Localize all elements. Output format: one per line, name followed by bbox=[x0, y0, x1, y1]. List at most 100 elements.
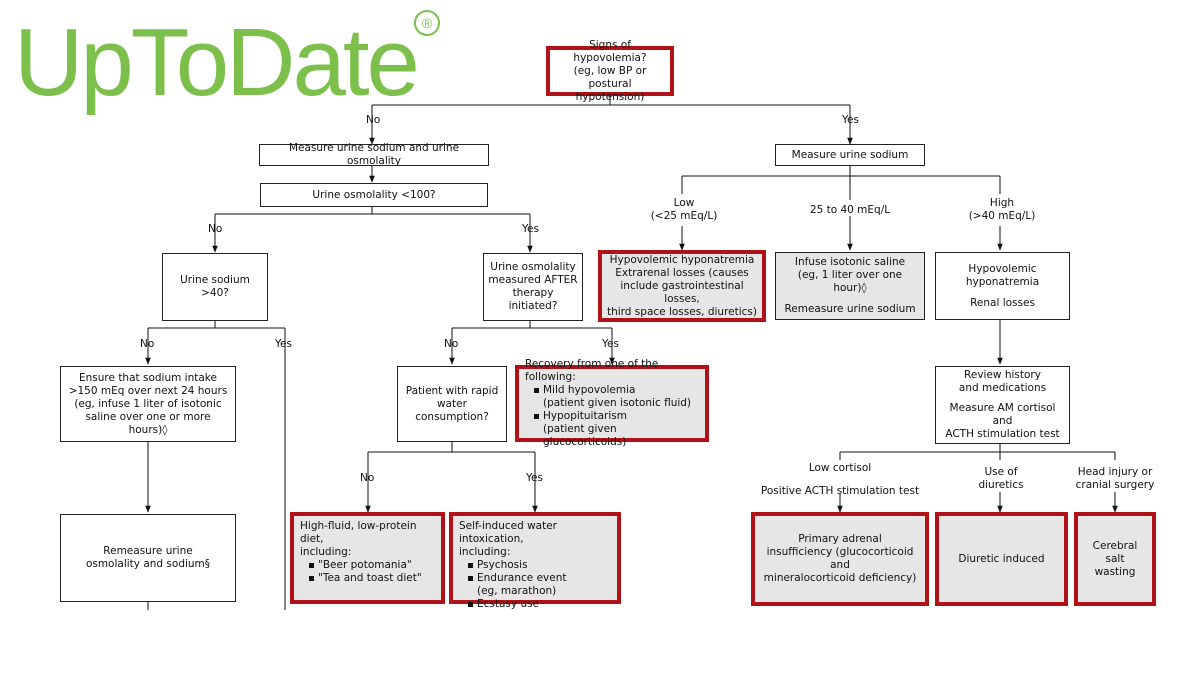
selfinduced-item: Psychosis bbox=[467, 559, 567, 572]
cerebral-line-1: Cerebral salt bbox=[1092, 539, 1138, 565]
primary-adrenal-line-1: Primary adrenal bbox=[798, 533, 882, 545]
urine-osmolality-after-therapy-box: Urine osmolality measured AFTER therapy … bbox=[483, 253, 583, 321]
signs-line-3: postural hypotension) bbox=[575, 77, 645, 103]
review-line-3: Measure AM cortisol and bbox=[949, 402, 1056, 427]
label-yes-root: Yes bbox=[842, 114, 859, 126]
label-high-line-1: High bbox=[989, 197, 1015, 209]
uosm-after-line-1: Urine osmolality bbox=[490, 261, 576, 273]
label-no-root: No bbox=[366, 114, 381, 126]
review-line-1: Review history bbox=[964, 369, 1041, 381]
registered-mark: ® bbox=[414, 10, 440, 36]
hypovolemic-renal-box: Hypovolemic hyponatremia Renal losses bbox=[935, 252, 1070, 320]
measure-urine-sodium-box: Measure urine sodium bbox=[775, 144, 925, 166]
label-yes-uosm-after: Yes bbox=[602, 338, 619, 350]
primary-adrenal-line-3: mineralocorticoid deficiency) bbox=[763, 572, 917, 584]
ensure-line-4: saline over one or more hours)◊ bbox=[85, 410, 211, 436]
label-low-cortisol: Low cortisol Positive ACTH stimulation t… bbox=[760, 462, 920, 498]
use-diuretics-line-2: diuretics bbox=[978, 479, 1024, 491]
uosm-after-line-2: measured AFTER bbox=[488, 274, 578, 286]
infuse-foot: Remeasure urine sodium bbox=[784, 303, 916, 315]
signs-line-1: Signs of hypovolemia? bbox=[573, 38, 647, 64]
rapid-line-2: water consumption? bbox=[415, 397, 489, 423]
recovery-title: Recovery from one of the following: bbox=[525, 358, 659, 383]
self-induced-water-intoxication-box: Self-induced water intoxication, includi… bbox=[449, 512, 621, 610]
diuretic-text: Diuretic induced bbox=[958, 552, 1045, 565]
label-low-line-2: (<25 mEq/L) bbox=[650, 210, 718, 222]
measure-una-osm-text: Measure urine sodium and urine osmolalit… bbox=[288, 142, 460, 167]
label-low-sodium: Low (<25 mEq/L) bbox=[644, 197, 724, 223]
infuse-line-2: (eg, 1 liter over one hour)◊ bbox=[797, 269, 903, 294]
review-history-box: Review history and medications Measure A… bbox=[935, 366, 1070, 444]
uosm-after-line-3: therapy initiated? bbox=[508, 287, 558, 312]
label-no-rapid: No bbox=[360, 472, 375, 484]
high-fluid-low-protein-box: High-fluid, low-protein diet, including:… bbox=[290, 512, 445, 604]
hypovol-renal-line-1: Hypovolemic bbox=[968, 262, 1037, 275]
selfinduced-title-1: Self-induced water intoxication, bbox=[459, 520, 557, 545]
uptodate-logo: UpToDate bbox=[14, 9, 420, 116]
recovery-item: Mild hypovolemia(patient given isotonic … bbox=[533, 384, 699, 410]
label-no-una40: No bbox=[140, 338, 155, 350]
label-mid-sodium: 25 to 40 mEq/L bbox=[809, 204, 891, 216]
highfluid-list: "Beer potomania" "Tea and toast diet" bbox=[300, 559, 422, 585]
measure-una-text: Measure urine sodium bbox=[791, 148, 909, 161]
review-line-4: ACTH stimulation test bbox=[945, 428, 1060, 440]
label-no-uosm100: No bbox=[208, 223, 223, 235]
selfinduced-title-2: including: bbox=[459, 546, 511, 558]
head-injury-line-2: cranial surgery bbox=[1075, 479, 1155, 491]
hypovol-extra-title: Hypovolemic hyponatremia bbox=[609, 253, 755, 266]
remeasure-line-1: Remeasure urine bbox=[103, 545, 193, 557]
urine-osmolality-100-box: Urine osmolality <100? bbox=[260, 183, 488, 207]
head-injury-line-1: Head injury or bbox=[1077, 466, 1153, 478]
infuse-isotonic-saline-box: Infuse isotonic saline (eg, 1 liter over… bbox=[775, 252, 925, 320]
label-high-line-2: (>40 mEq/L) bbox=[968, 210, 1036, 222]
label-high-sodium: High (>40 mEq/L) bbox=[962, 197, 1042, 223]
ensure-line-1: Ensure that sodium intake bbox=[79, 371, 217, 384]
label-low-line-1: Low bbox=[673, 197, 695, 209]
highfluid-title-1: High-fluid, low-protein diet, bbox=[300, 520, 417, 545]
hypovol-renal-foot: Renal losses bbox=[970, 296, 1035, 309]
remeasure-urine-box: Remeasure urine osmolality and sodium§ bbox=[60, 514, 236, 602]
label-use-of-diuretics: Use of diuretics bbox=[966, 466, 1036, 492]
diuretic-induced-box: Diuretic induced bbox=[935, 512, 1068, 606]
hypovolemic-extrarenal-box: Hypovolemic hyponatremia Extrarenal loss… bbox=[598, 250, 766, 322]
cerebral-salt-wasting-box: Cerebral salt wasting bbox=[1074, 512, 1156, 606]
hypovol-extra-line-2: include gastrointestinal losses, bbox=[620, 279, 744, 305]
review-line-2: and medications bbox=[958, 382, 1047, 394]
highfluid-item: "Beer potomania" bbox=[308, 559, 422, 572]
rapid-line-1: Patient with rapid bbox=[405, 384, 499, 397]
recovery-list: Mild hypovolemia(patient given isotonic … bbox=[525, 384, 699, 449]
infuse-line-1: Infuse isotonic saline bbox=[794, 256, 906, 268]
selfinduced-item: Ecstasy use bbox=[467, 598, 567, 611]
ensure-line-2: >150 mEq over next 24 hours bbox=[68, 384, 228, 397]
low-cortisol-line-1: Low cortisol bbox=[808, 462, 872, 474]
signs-line-2: (eg, low BP or bbox=[573, 64, 647, 77]
signs-of-hypovolemia-box: Signs of hypovolemia? (eg, low BP or pos… bbox=[546, 39, 674, 103]
use-diuretics-line-1: Use of bbox=[984, 466, 1018, 478]
uosm100-text: Urine osmolality <100? bbox=[312, 188, 436, 201]
rapid-water-consumption-box: Patient with rapid water consumption? bbox=[397, 366, 507, 442]
label-head-injury: Head injury or cranial surgery bbox=[1070, 466, 1160, 492]
label-yes-rapid: Yes bbox=[526, 472, 543, 484]
label-yes-una40: Yes bbox=[275, 338, 292, 350]
highfluid-item: "Tea and toast diet" bbox=[308, 572, 422, 585]
primary-adrenal-line-2: insufficiency (glucocorticoid and bbox=[766, 546, 914, 571]
una40-text: Urine sodium >40? bbox=[180, 274, 250, 299]
primary-adrenal-insufficiency-box: Primary adrenal insufficiency (glucocort… bbox=[751, 512, 929, 606]
hypovol-renal-line-2: hyponatremia bbox=[965, 275, 1040, 288]
hypovol-extra-line-1: Extrarenal losses (causes bbox=[615, 266, 749, 279]
selfinduced-list: Psychosis Endurance event(eg, marathon) … bbox=[459, 559, 567, 611]
urine-sodium-40-box: Urine sodium >40? bbox=[162, 253, 268, 321]
recovery-item: Hypopituitarism(patient given glucocorti… bbox=[533, 410, 699, 449]
ensure-line-3: (eg, infuse 1 liter of isotonic bbox=[74, 397, 222, 410]
hypovol-extra-line-3: third space losses, diuretics) bbox=[606, 305, 757, 318]
remeasure-line-2: osmolality and sodium§ bbox=[85, 558, 211, 570]
recovery-box: Recovery from one of the following: Mild… bbox=[515, 358, 709, 448]
ensure-sodium-intake-box: Ensure that sodium intake >150 mEq over … bbox=[60, 366, 236, 442]
highfluid-title-2: including: bbox=[300, 546, 352, 558]
cerebral-line-2: wasting bbox=[1094, 565, 1136, 578]
label-no-uosm-after: No bbox=[444, 338, 459, 350]
selfinduced-item: Endurance event(eg, marathon) bbox=[467, 572, 567, 598]
label-yes-uosm100: Yes bbox=[522, 223, 539, 235]
measure-urine-sodium-osmolality-box: Measure urine sodium and urine osmolalit… bbox=[259, 142, 489, 167]
